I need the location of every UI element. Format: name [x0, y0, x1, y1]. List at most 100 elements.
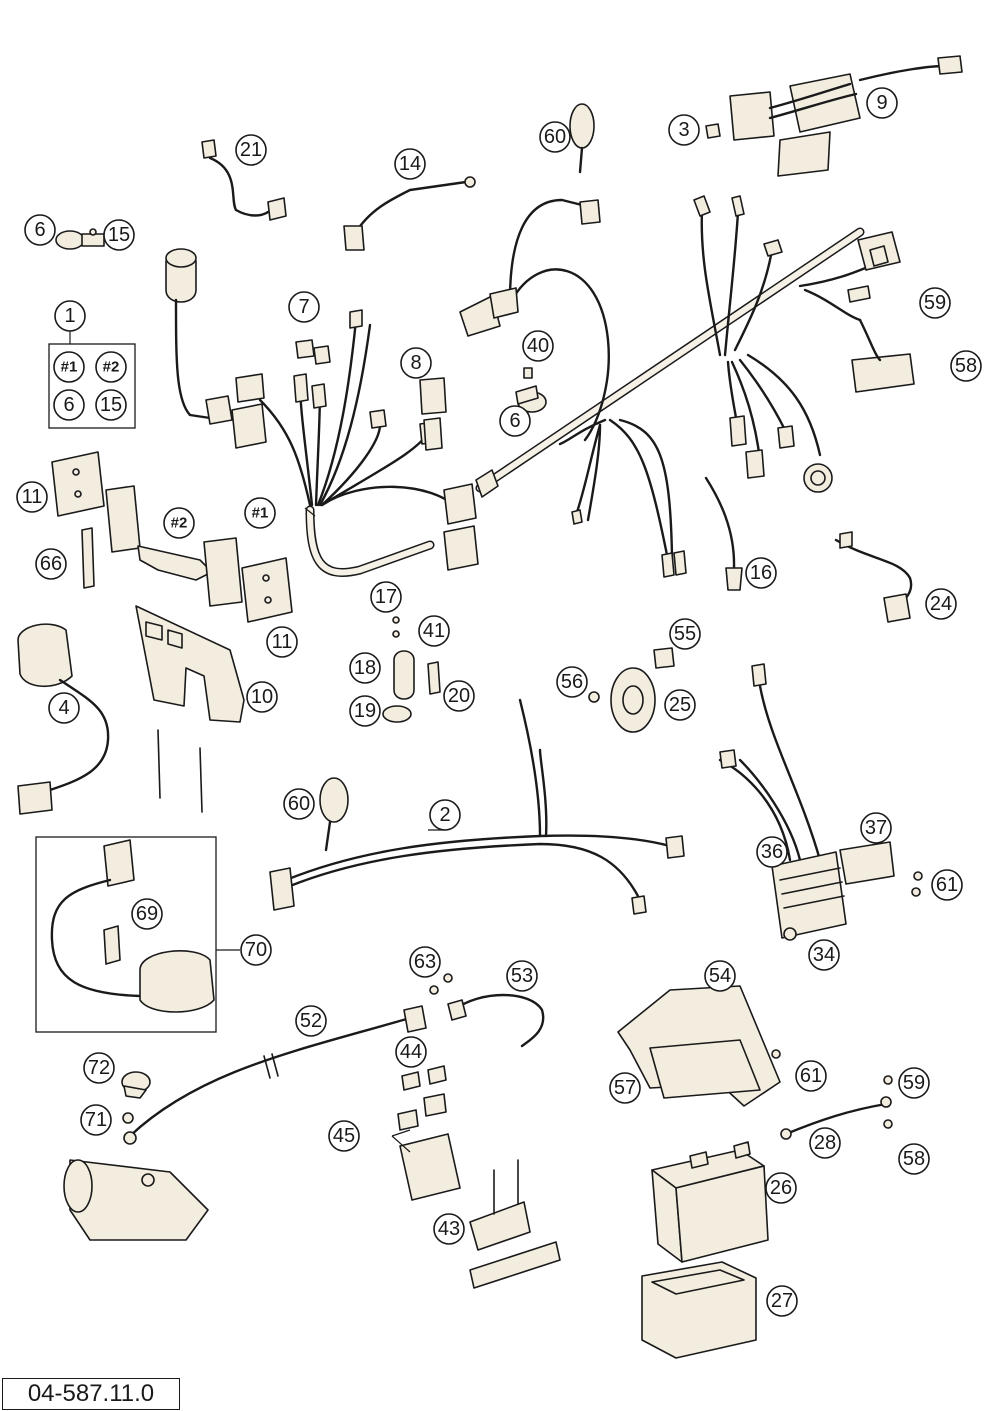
svg-text:63: 63 [414, 951, 436, 973]
svg-text:19: 19 [354, 700, 376, 722]
callout-58-top: 58 [950, 350, 982, 382]
svg-text:#2: #2 [171, 515, 188, 532]
callout-70: 70 [240, 934, 272, 966]
svg-text:#1: #1 [61, 359, 78, 376]
document-code-label: 04-587.11.0 [2, 1378, 180, 1410]
callout-52: 52 [295, 1005, 327, 1037]
callout-26: 26 [765, 1172, 797, 1204]
svg-text:20: 20 [448, 685, 470, 707]
callout-3: 3 [668, 114, 700, 146]
callout-kit-1-harness: #1 [244, 497, 276, 529]
callout-44: 44 [395, 1036, 427, 1068]
callout-41: 41 [418, 615, 450, 647]
svg-text:2: 2 [439, 804, 450, 826]
svg-text:36: 36 [761, 841, 783, 863]
svg-text:8: 8 [410, 352, 421, 374]
part-2-sub-harness [269, 698, 685, 915]
callout-7: 7 [288, 291, 320, 323]
svg-text:37: 37 [865, 817, 887, 839]
svg-text:9: 9 [876, 92, 887, 114]
callout-11-right: 11 [266, 626, 298, 658]
callout-55: 55 [669, 618, 701, 650]
part-54-57-battery-holder [617, 985, 781, 1107]
part-25-horn [588, 647, 675, 733]
callout-6-mid: 6 [499, 405, 531, 437]
svg-text:70: 70 [245, 939, 267, 961]
part-28-cable [780, 1075, 893, 1140]
part-43-relay-bracket [469, 1159, 561, 1289]
callout-66: 66 [35, 548, 67, 580]
callout-54: 54 [704, 960, 736, 992]
callout-59-top: 59 [919, 287, 951, 319]
svg-text:41: 41 [423, 620, 445, 642]
svg-text:14: 14 [399, 153, 421, 175]
svg-text:40: 40 [527, 335, 549, 357]
part-9-fuse-box [705, 55, 963, 177]
callout-57: 57 [609, 1072, 641, 1104]
callout-2: 2 [429, 799, 461, 831]
svg-text:10: 10 [251, 686, 273, 708]
svg-text:43: 43 [438, 1218, 460, 1240]
part-52-starter-cable [123, 1005, 427, 1145]
callout-61-battery: 61 [795, 1060, 827, 1092]
part-starter-motor [63, 1159, 209, 1241]
callout-63: 63 [409, 946, 441, 978]
part-11-rubber-pad-right [241, 557, 293, 623]
callout-45: 45 [328, 1120, 360, 1152]
svg-text:15: 15 [108, 224, 130, 246]
svg-text:57: 57 [614, 1077, 636, 1099]
svg-text:6: 6 [509, 410, 520, 432]
callout-1: 1 [54, 300, 86, 332]
callout-9: 9 [866, 87, 898, 119]
callout-34: 34 [808, 939, 840, 971]
kit-box-1 [48, 343, 136, 429]
part-16-sensor [704, 476, 743, 591]
svg-text:66: 66 [40, 553, 62, 575]
part-14-sensor-cable [343, 176, 476, 251]
svg-text:61: 61 [936, 874, 958, 896]
svg-text:11: 11 [22, 486, 43, 508]
part-70-switch-assembly [50, 839, 215, 1013]
part-26-battery [651, 1141, 769, 1263]
callout-15-in-box: 15 [95, 389, 127, 421]
svg-text:7: 7 [298, 296, 309, 318]
callout-61-right: 61 [931, 869, 963, 901]
callout-36: 36 [756, 836, 788, 868]
svg-text:53: 53 [511, 965, 533, 987]
callout-37: 37 [860, 812, 892, 844]
harness-body-1 [231, 309, 479, 577]
svg-text:59: 59 [903, 1072, 925, 1094]
callout-16: 16 [745, 557, 777, 589]
svg-text:24: 24 [930, 593, 952, 615]
svg-text:1: 1 [64, 305, 75, 327]
svg-text:28: 28 [814, 1132, 836, 1154]
part-11-rubber-pad-left [51, 451, 105, 517]
svg-text:6: 6 [63, 394, 74, 416]
part-4-handlebar-switch [17, 623, 110, 815]
callout-28: 28 [809, 1127, 841, 1159]
part-66-pin [81, 527, 95, 589]
svg-text:21: 21 [240, 139, 262, 161]
callout-25: 25 [664, 689, 696, 721]
callout-10: 10 [246, 681, 278, 713]
callout-19: 19 [349, 695, 381, 727]
callout-20: 20 [443, 680, 475, 712]
svg-text:17: 17 [375, 586, 397, 608]
part-53-cable [429, 973, 545, 1048]
part-36-regulator [718, 663, 923, 941]
svg-text:69: 69 [136, 903, 158, 925]
svg-text:16: 16 [750, 562, 772, 584]
svg-text:61: 61 [800, 1065, 822, 1087]
callout-17: 17 [370, 581, 402, 613]
callout-72: 72 [83, 1052, 115, 1084]
svg-text:52: 52 [300, 1010, 322, 1032]
callout-27: 27 [766, 1285, 798, 1317]
part-45-starter-relay [397, 1065, 461, 1201]
callout-40: 40 [522, 330, 554, 362]
callout-43: 43 [433, 1213, 465, 1245]
callout-58-bottom: 58 [898, 1143, 930, 1175]
callout-14: 14 [394, 148, 426, 180]
callout-kit-2-in-box: #2 [95, 351, 127, 383]
svg-text:27: 27 [771, 1290, 793, 1312]
svg-text:60: 60 [544, 126, 566, 148]
